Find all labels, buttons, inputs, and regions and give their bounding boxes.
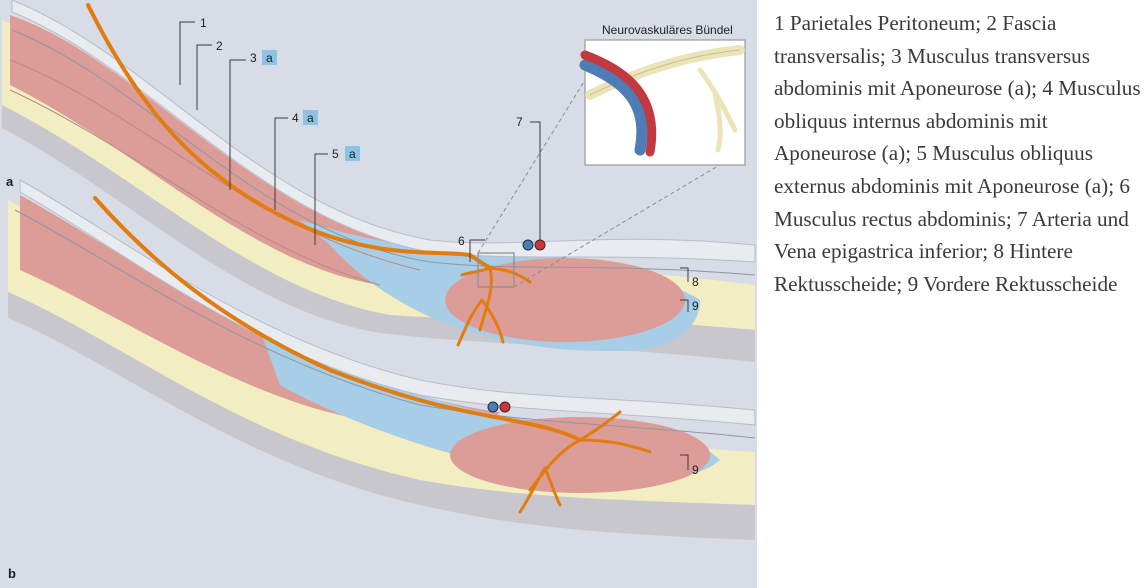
callout-1: 1 bbox=[200, 16, 207, 30]
callout-2: 2 bbox=[216, 39, 223, 53]
panel-b-rectus-muscle bbox=[450, 417, 710, 493]
callout-8: 8 bbox=[692, 275, 699, 289]
callout-4: 4 bbox=[292, 111, 299, 125]
callout-3: 3 bbox=[250, 51, 257, 65]
callout-9-panel-a: 9 bbox=[692, 299, 699, 313]
callout-5: 5 bbox=[332, 147, 339, 161]
neurovascular-inset: Neurovaskuläres Bündel bbox=[585, 23, 745, 165]
panel-label-a: a bbox=[6, 174, 14, 189]
abdominal-wall-diagram: Neurovaskuläres Bündel 1 2 3 4 5 6 7 8 9… bbox=[0, 0, 757, 588]
panel-a-artery-icon bbox=[535, 240, 545, 250]
legend-text: 1 Parietales Peritoneum; 2 Fascia transv… bbox=[774, 7, 1142, 300]
diagram-svg: Neurovaskuläres Bündel 1 2 3 4 5 6 7 8 9… bbox=[0, 0, 757, 588]
panel-b-vein-icon bbox=[488, 402, 498, 412]
tag-a-3-text: a bbox=[266, 51, 273, 65]
panel-label-b: b bbox=[8, 566, 16, 581]
tag-a-5-text: a bbox=[349, 147, 356, 161]
callout-7: 7 bbox=[516, 115, 523, 129]
inset-title: Neurovaskuläres Bündel bbox=[602, 23, 733, 37]
callout-6: 6 bbox=[458, 234, 465, 248]
figure-legend: 1 Parietales Peritoneum; 2 Fascia transv… bbox=[774, 7, 1142, 300]
panel-b-artery-icon bbox=[500, 402, 510, 412]
panel-a-vein-icon bbox=[523, 240, 533, 250]
callout-9-panel-b: 9 bbox=[692, 463, 699, 477]
tag-a-4-text: a bbox=[307, 111, 314, 125]
